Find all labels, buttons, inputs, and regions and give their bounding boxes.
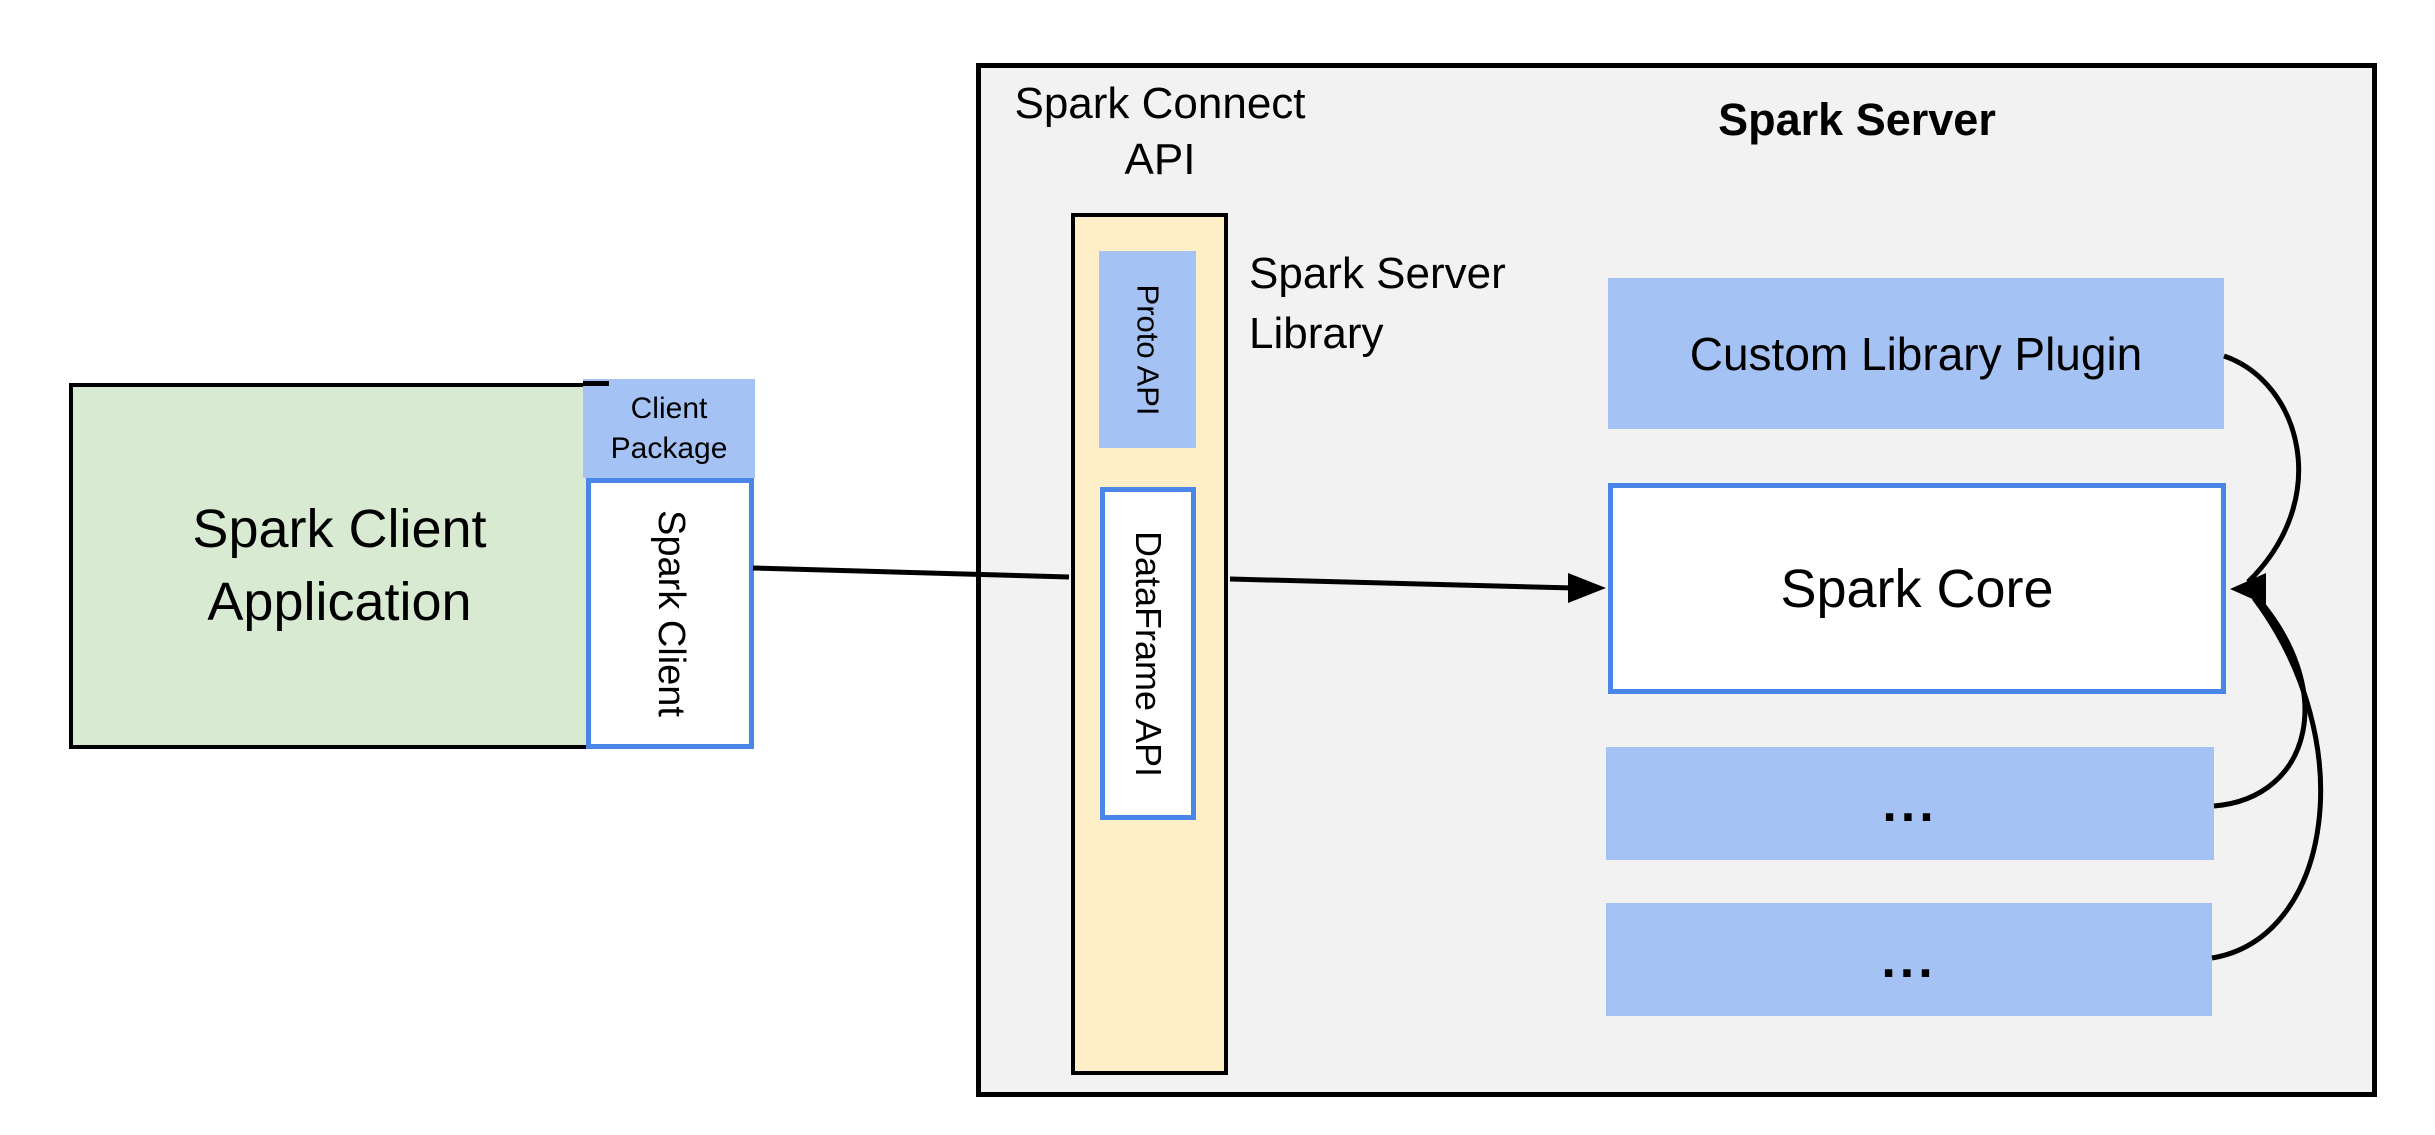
spark-client-box: Spark Client: [586, 478, 754, 749]
spark-core-label: Spark Core: [1780, 558, 2054, 619]
spark-connect-api-label-line1: Spark Connect: [1014, 79, 1306, 128]
spark-client-application-box: Spark Client Application: [69, 383, 610, 749]
spark-client-application-label: Spark Client Application: [192, 499, 487, 632]
spark-core-box: Spark Core: [1608, 483, 2226, 694]
spark-server-library-label-line2: Library: [1249, 309, 1384, 358]
proto-api-box: Proto API: [1099, 251, 1196, 448]
proto-api-label: Proto API: [1130, 284, 1166, 415]
other-library-box-2: ...: [1606, 903, 2212, 1016]
dataframe-api-label: DataFrame API: [1128, 530, 1169, 777]
client-package-label: Client Package: [610, 391, 728, 465]
dataframe-api-box: DataFrame API: [1100, 487, 1196, 820]
ellipsis-label-2: ...: [1881, 930, 1937, 989]
green-box-border-overlap: [583, 381, 609, 386]
spark-server-title: Spark Server: [1718, 94, 1996, 145]
custom-library-plugin-label: Custom Library Plugin: [1689, 327, 2143, 380]
spark-connect-api-label-line2: API: [1124, 135, 1196, 184]
spark-server-library-label: Spark Server Library: [1249, 244, 1649, 364]
spark-connect-api-label: Spark Connect API: [1005, 76, 1315, 188]
other-library-box-1: ...: [1606, 747, 2214, 860]
spark-client-label: Spark Client: [649, 510, 692, 717]
spark-server-library-label-line1: Spark Server: [1249, 249, 1506, 298]
custom-library-plugin-box: Custom Library Plugin: [1608, 278, 2224, 429]
client-package-box: Client Package: [583, 379, 755, 478]
ellipsis-label-1: ...: [1882, 774, 1938, 833]
